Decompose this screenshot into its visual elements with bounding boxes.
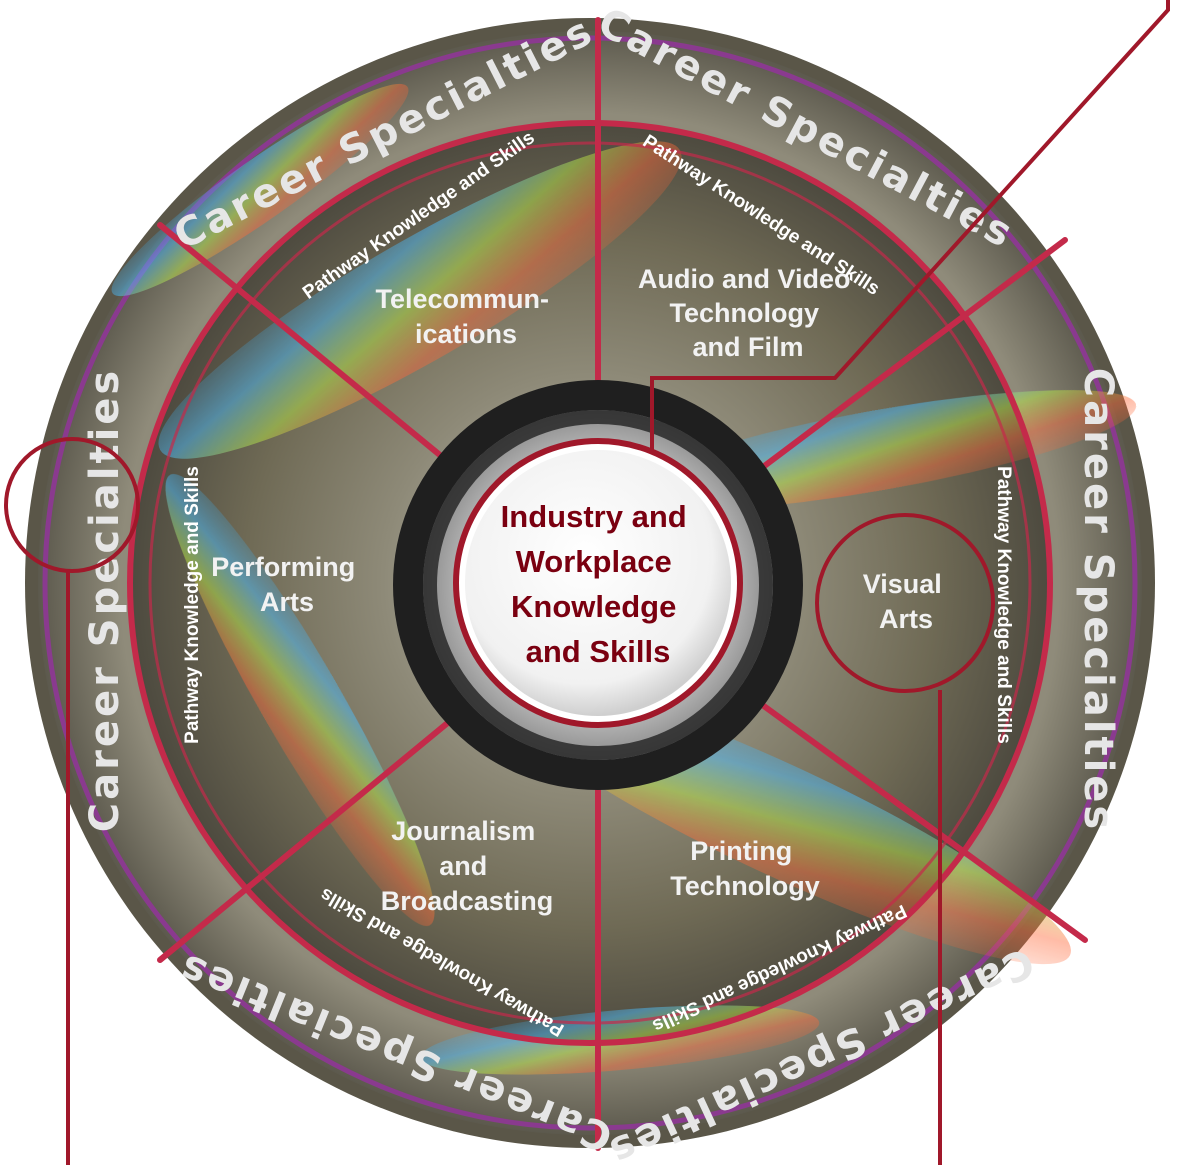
outer-purple-border bbox=[42, 35, 1138, 1131]
pathway-ring-inner bbox=[148, 141, 1032, 1025]
center-line-1: Industry and bbox=[501, 499, 687, 534]
segment-telecommunications: Telecommun- ications bbox=[375, 284, 556, 349]
segment-journalism: Journalism and Broadcasting bbox=[381, 816, 554, 916]
spokes bbox=[157, 17, 1088, 1151]
segment-performing-arts: Performing Arts bbox=[211, 552, 363, 617]
specialty-label-right: Career Specialties bbox=[1075, 368, 1121, 832]
center-line-2: Workplace bbox=[516, 544, 672, 579]
hub-black-band bbox=[423, 410, 773, 760]
pathway-ring-outer bbox=[127, 120, 1053, 1046]
pathway-label-left: Pathway Knowledge and Skills bbox=[182, 466, 203, 744]
segment-printing: Printing Technology bbox=[670, 836, 820, 901]
specialty-label-left: Career Specialties bbox=[82, 368, 128, 832]
center-circle bbox=[465, 450, 731, 716]
center-line-4: and Skills bbox=[526, 634, 671, 669]
visual-arts-highlight bbox=[815, 513, 995, 693]
segment-audio-video: Audio and Video Technology and Film bbox=[638, 264, 858, 362]
career-specialties-highlight bbox=[4, 437, 140, 573]
center-title: Industry and Workplace Knowledge and Ski… bbox=[501, 499, 696, 669]
callout-lines bbox=[4, 0, 1170, 1165]
center-line-3: Knowledge bbox=[511, 589, 676, 624]
pathway-label-right: Pathway Knowledge and Skills bbox=[993, 466, 1014, 744]
segment-visual-arts: Visual Arts bbox=[863, 569, 950, 634]
